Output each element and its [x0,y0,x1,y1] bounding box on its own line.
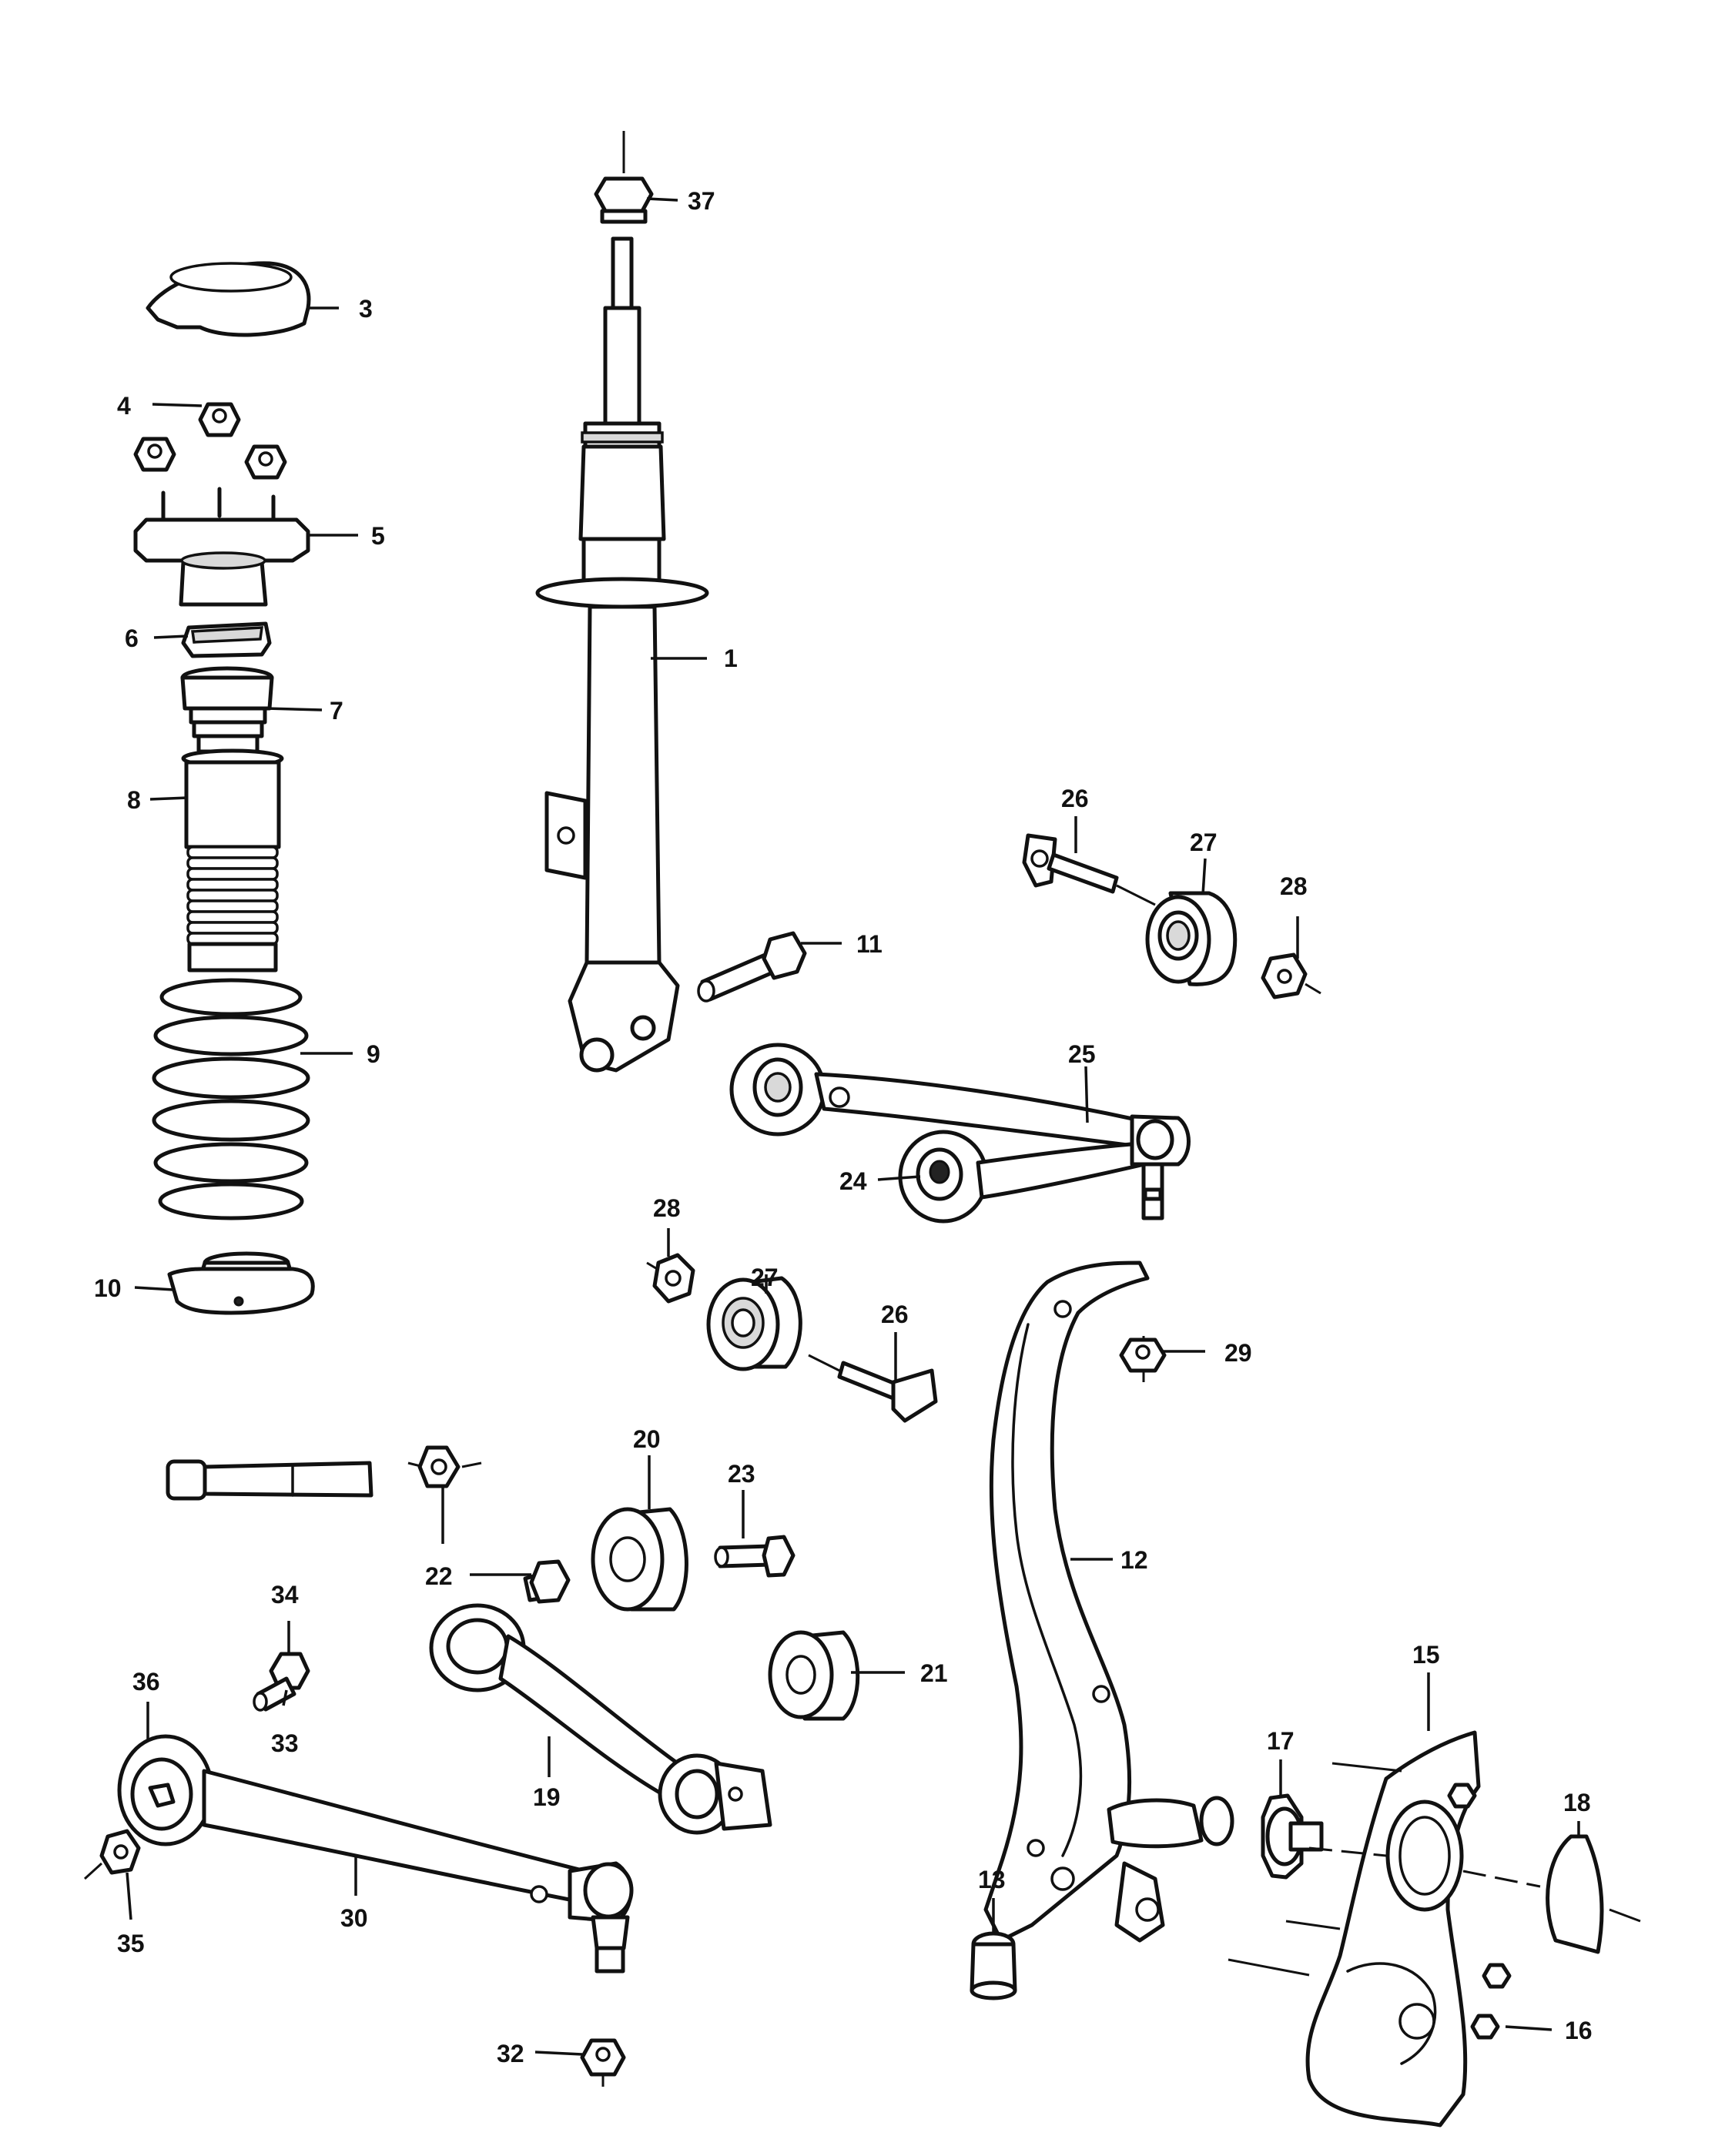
callout-13: 13 [978,1866,1006,1893]
callout-26-middle: 26 [881,1301,909,1328]
knuckle-ball-joint [970,1931,1017,2000]
callout-22: 22 [425,1562,453,1590]
callout-5: 5 [371,522,385,550]
callout-33: 33 [271,1729,299,1757]
lower-spring-isolator [167,1251,315,1315]
strut-bearing [181,621,272,658]
callout-16: 16 [1565,2017,1593,2044]
callout-8: 8 [127,786,141,814]
lower-control-arm [117,1734,634,1974]
callout-32: 32 [497,2040,524,2067]
strut-dust-cap [146,261,311,337]
callout-25: 25 [1068,1040,1096,1068]
callout-23: 23 [728,1460,755,1488]
lower-arm-nut [83,1829,141,1880]
callout-10: 10 [94,1274,122,1302]
callout-28-middle: 28 [653,1194,681,1222]
cradle-bolt [166,1459,373,1501]
callout-6: 6 [125,624,139,652]
callout-35: 35 [117,1930,145,1957]
callout-36: 36 [132,1668,160,1696]
jounce-bumper [180,666,274,754]
ball-joint-nut [580,2038,626,2087]
callout-27-middle: 27 [751,1264,779,1291]
upper-flange-nut-a [1261,952,1321,999]
tension-strut [429,1603,772,1835]
coil-spring [152,978,310,1220]
callout-27-upper: 27 [1190,829,1218,856]
callout-21: 21 [920,1659,948,1687]
strut-top-nut [594,131,654,224]
lower-arm-bushing-front [768,1630,860,1721]
lower-arm-bolt [253,1652,310,1712]
assembly-axis-lines [1228,1762,1641,1977]
callout-24: 24 [839,1167,867,1195]
callout-17: 17 [1267,1727,1295,1755]
upper-bushing-b [706,1276,802,1371]
callout-12: 12 [1120,1546,1148,1574]
cradle-bolt-nut [407,1445,482,1488]
hub-nut [1261,1793,1324,1880]
upper-control-arm [729,1043,1191,1224]
strut-assembly [535,236,709,1073]
brake-splash-shield [1305,1730,1481,2128]
callout-15: 15 [1412,1641,1440,1669]
shield-bolts [1447,1783,1512,2040]
lower-cam-bolt [808,1354,938,1423]
callout-20: 20 [633,1425,661,1453]
callout-18: 18 [1563,1789,1591,1816]
cradle-bolt-small [523,1559,571,1604]
callout-labels: 37 3 4 5 6 7 8 9 10 1 11 26 27 28 25 24 … [94,187,1593,2067]
upper-bushing-a [1145,891,1238,986]
mount-nuts [133,402,287,480]
callout-28-upper: 28 [1280,872,1308,900]
callout-11: 11 [856,930,883,958]
lower-arm-bushing-rear [591,1507,688,1612]
callout-34: 34 [271,1581,299,1609]
bushing-bolt [714,1535,796,1578]
dust-boot [181,748,284,973]
callout-29: 29 [1224,1339,1252,1367]
callout-26-upper: 26 [1061,785,1089,812]
hub-dust-cap [1546,1834,1604,1954]
steering-knuckle [983,1260,1234,1943]
upper-strut-mount [133,487,310,607]
upper-flange-nut-b [646,1253,695,1304]
strut-lower-bolt [697,931,807,1003]
callout-19: 19 [533,1783,561,1811]
leader-lines [126,197,1580,2056]
callout-3: 3 [359,295,373,323]
knuckle-nut [1119,1336,1167,1382]
upper-cam-bolt [1022,833,1156,906]
callout-7: 7 [330,697,343,725]
callout-30: 30 [340,1904,368,1932]
callout-37: 37 [688,187,715,215]
callout-4: 4 [117,392,131,420]
callout-9: 9 [367,1040,380,1068]
callout-1: 1 [724,644,738,672]
